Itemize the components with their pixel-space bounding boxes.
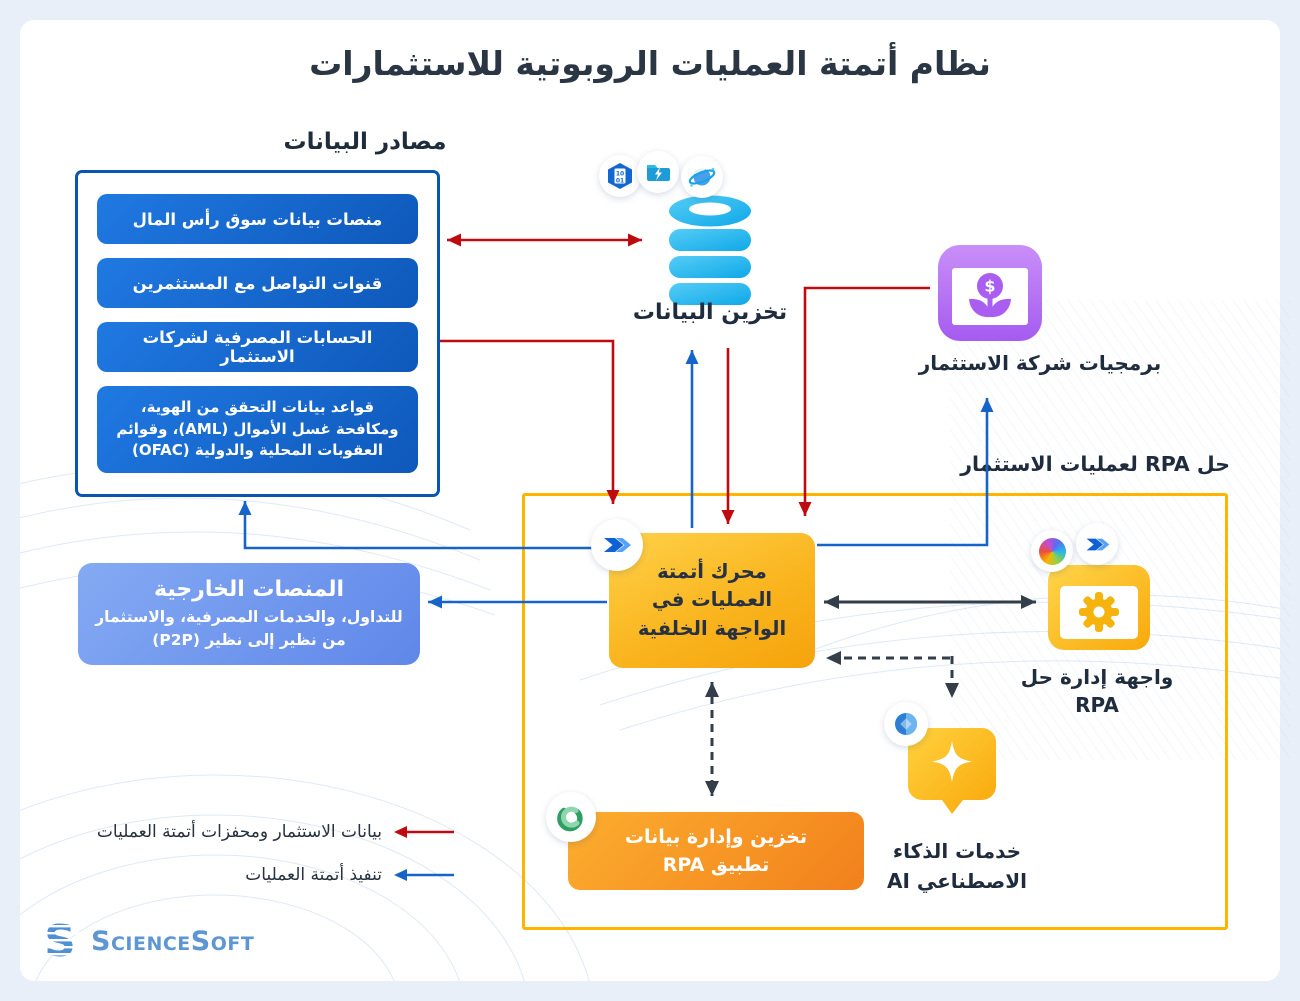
legend-red-arrow: [394, 826, 454, 838]
background-hatch: [950, 300, 1290, 760]
data-storage-label: تخزين البيانات: [632, 300, 788, 325]
power-automate-icon: [591, 519, 643, 571]
copilot-icon: [1031, 530, 1073, 572]
management-ui-label-line2: RPA: [1075, 693, 1119, 717]
sciencesoft-logo: S ScienceSoft: [38, 918, 254, 964]
sciencesoft-logo-text: ScienceSoft: [91, 925, 255, 957]
management-ui-label: واجهة إدارة حل RPA: [1006, 663, 1188, 719]
data-source-item: الحسابات المصرفية لشركات الاستثمار: [97, 322, 418, 372]
database-icon: [658, 192, 762, 308]
external-platforms-box: المنصات الخارجية للتداول، والخدمات المصر…: [78, 563, 420, 665]
ai-services-label-line1: خدمات الذكاء: [892, 839, 1022, 863]
data-sources-header: مصادر البيانات: [283, 129, 447, 155]
rpa-solution-label: حل RPA لعمليات الاستثمار: [960, 452, 1230, 476]
svg-text:10: 10: [616, 171, 624, 178]
investment-software-icon: $: [938, 245, 1042, 341]
rpa-data-box: تخزين وإدارة بيانات تطبيق RPA: [568, 812, 864, 890]
management-ui-label-line1: واجهة إدارة حل: [1020, 665, 1174, 689]
page-title: نظام أتمتة العمليات الروبوتية للاستثمارا…: [309, 44, 991, 83]
dataverse-icon: [546, 792, 596, 842]
data-source-item: منصات بيانات سوق رأس المال: [97, 194, 418, 244]
copilot-swirl: [1038, 537, 1066, 565]
svg-text:01: 01: [616, 178, 624, 185]
ai-services-label-line2: الاصطناعي AI: [886, 869, 1027, 893]
data-source-item: قواعد بيانات التحقق من الهوية، ومكافحة غ…: [97, 386, 418, 473]
svg-text:$: $: [984, 277, 995, 296]
external-platforms-title: المنصات الخارجية: [154, 577, 344, 603]
data-sources-box: منصات بيانات سوق رأس المال قنوات التواصل…: [75, 170, 440, 497]
legend-blue-label: تنفيذ أتمتة العمليات: [245, 865, 382, 885]
binary-file-icon: 10 01: [599, 155, 641, 197]
legend-row-red: بيانات الاستثمار ومحفزات أتمتة العمليات: [58, 818, 456, 846]
azure-ai-icon: [884, 702, 928, 746]
data-folder-lightning-icon: [637, 151, 679, 193]
power-automate-icon: [1076, 523, 1118, 565]
management-ui-icon: [1048, 565, 1150, 650]
cosmos-planet-icon: [681, 156, 723, 198]
rpa-data-label-line2: تطبيق RPA: [662, 854, 770, 876]
sciencesoft-logo-mark: S: [38, 918, 82, 964]
legend-row-blue: تنفيذ أتمتة العمليات: [58, 861, 456, 889]
rpa-data-label-line1: تخزين وإدارة بيانات: [624, 825, 808, 848]
automation-engine-label: محرك أتمتة العمليات في الواجهة الخلفية: [637, 560, 787, 640]
data-source-item: قنوات التواصل مع المستثمرين: [97, 258, 418, 308]
investment-software-label: برمجيات شركة الاستثمار: [918, 351, 1162, 375]
legend-blue-arrow: [394, 869, 454, 881]
external-platforms-subtitle: للتداول، والخدمات المصرفية، والاستثمار م…: [95, 608, 403, 649]
rpa-data-label: تخزين وإدارة بيانات تطبيق RPA: [625, 823, 807, 880]
ai-services-label: خدمات الذكاء الاصطناعي AI: [862, 836, 1052, 896]
legend-red-label: بيانات الاستثمار ومحفزات أتمتة العمليات: [96, 822, 382, 842]
ai-services-icon: [903, 724, 1001, 818]
